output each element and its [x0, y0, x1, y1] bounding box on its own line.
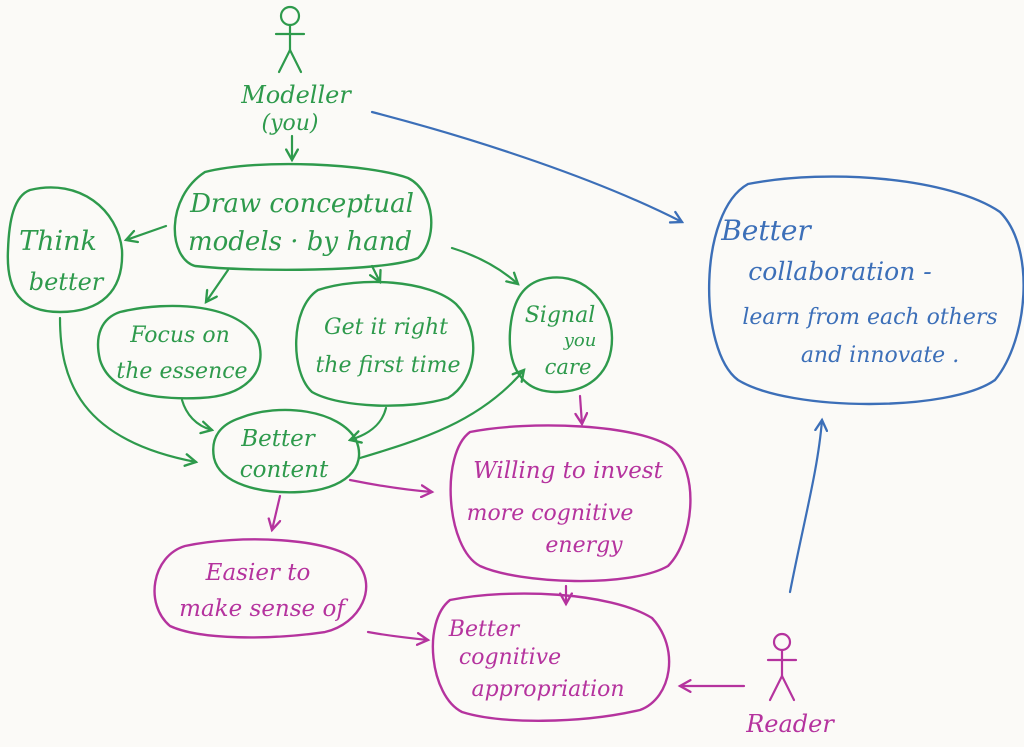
- better-collaboration-bubble: [708, 175, 1024, 406]
- arrow-signal-to-willing: [580, 394, 582, 424]
- reader-label: Reader: [745, 710, 835, 738]
- arrow-modeller-to-collaboration: [370, 110, 682, 222]
- appropriation-line1: Better: [448, 617, 521, 642]
- arrow-reader-to-collaboration: [788, 420, 822, 594]
- think-better-bubble: [6, 186, 124, 314]
- arrow-draw-to-focus: [206, 268, 230, 302]
- get-right-bubble: [295, 280, 475, 407]
- draw-models-line2: models · by hand: [188, 227, 412, 257]
- think-better-line1: Think: [19, 226, 97, 257]
- easier-line1: Easier to: [205, 560, 311, 586]
- focus-essence-bubble: [96, 304, 262, 400]
- draw-models-bubble: [173, 162, 433, 271]
- collaboration-line1: Better: [720, 214, 812, 247]
- better-content-bubble: [212, 408, 361, 494]
- willing-invest-bubble: [449, 424, 692, 583]
- arrow-draw-to-think: [126, 224, 168, 240]
- get-right-line2: the first time: [315, 353, 460, 378]
- arrow-draw-to-signal: [450, 246, 518, 284]
- willing-line2: more cognitive: [467, 501, 634, 526]
- draw-models-line1: Draw conceptual: [189, 189, 414, 219]
- collaboration-line4: and innovate .: [801, 343, 959, 368]
- willing-line1: Willing to invest: [473, 458, 663, 484]
- modeller-sublabel: (you): [261, 111, 318, 136]
- appropriation-line3: appropriation: [471, 677, 624, 702]
- collaboration-line2: collaboration -: [748, 257, 931, 286]
- better-content-line2: content: [240, 457, 329, 483]
- arrow-content-to-easier: [272, 494, 280, 530]
- reader-figure-icon: [766, 632, 798, 702]
- get-right-line1: Get it right: [324, 315, 448, 340]
- arrow-content-to-willing: [348, 478, 432, 492]
- signal-line3: care: [545, 355, 592, 379]
- easier-sense-bubble: [153, 538, 368, 639]
- easier-line2: make sense of: [179, 596, 348, 622]
- willing-line3: energy: [545, 533, 623, 558]
- arrow-easier-to-appropriation: [366, 630, 428, 640]
- signal-care-bubble: [508, 276, 614, 394]
- better-content-line1: Better: [240, 426, 317, 452]
- arrow-focus-to-content: [180, 398, 212, 430]
- think-better-line2: better: [29, 268, 105, 296]
- signal-line1: Signal: [525, 303, 596, 328]
- signal-line2: you: [563, 330, 597, 351]
- arrow-content-to-signal: [358, 370, 524, 460]
- collaboration-line3: learn from each others: [742, 305, 997, 330]
- arrow-getright-to-content: [350, 406, 388, 440]
- focus-essence-line2: the essence: [116, 359, 247, 384]
- arrow-draw-to-getright: [372, 264, 380, 282]
- focus-essence-line1: Focus on: [129, 323, 230, 348]
- modeller-figure-icon: [274, 5, 306, 74]
- arrow-think-to-content: [58, 316, 196, 462]
- modeller-label: Modeller: [240, 81, 352, 109]
- appropriation-line2: cognitive: [459, 645, 561, 670]
- cognitive-appropriation-bubble: [431, 592, 671, 722]
